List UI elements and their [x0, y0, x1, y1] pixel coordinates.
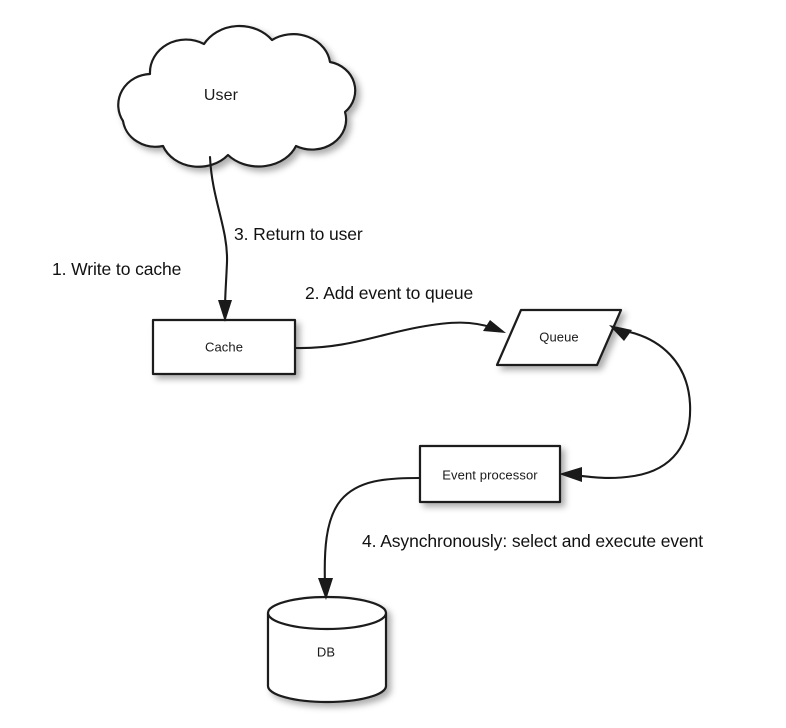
db-cylinder-body	[266, 611, 388, 704]
node-user[interactable]	[117, 24, 357, 168]
step-label-4-async-select-execute: 4. Asynchronously: select and execute ev…	[362, 531, 704, 551]
edge-queue-event-processor-line	[570, 328, 692, 480]
node-label-user: User	[203, 87, 239, 104]
node-label-cache: Cache	[204, 339, 244, 355]
arrowhead-into-db	[318, 578, 333, 600]
cloud-shape	[117, 24, 357, 168]
db-cylinder-top	[266, 595, 388, 631]
node-db[interactable]	[266, 595, 388, 704]
edge-cache-to-queue	[294, 320, 506, 350]
node-label-queue: Queue	[539, 329, 579, 345]
node-label-db: DB	[316, 644, 336, 660]
queue-parallelogram	[495, 308, 623, 367]
edge-event-processor-to-db-line	[323, 476, 421, 587]
step-label-1-write-to-cache: 1. Write to cache	[52, 259, 182, 279]
step-label-2-add-event-to-queue: 2. Add event to queue	[305, 283, 474, 303]
cache-rect	[151, 318, 297, 376]
edge-cache-to-queue-line	[294, 321, 496, 350]
node-queue[interactable]	[495, 308, 623, 367]
edge-event-processor-to-db	[318, 476, 421, 600]
step-label-3-return-to-user: 3. Return to user	[234, 224, 363, 244]
node-event-processor[interactable]	[418, 444, 562, 504]
arrowhead-into-event-processor	[559, 467, 582, 482]
edge-queue-event-processor	[559, 325, 692, 482]
edge-user-to-cache	[208, 155, 232, 322]
node-cache[interactable]	[151, 318, 297, 376]
event-processor-rect	[418, 444, 562, 504]
arrowhead-into-queue	[483, 320, 506, 333]
arrowhead-into-queue-right	[609, 325, 632, 341]
node-label-event-processor: Event processor	[442, 467, 538, 483]
edge-user-to-cache-line	[208, 155, 229, 312]
arrowhead-into-cache	[218, 300, 232, 322]
